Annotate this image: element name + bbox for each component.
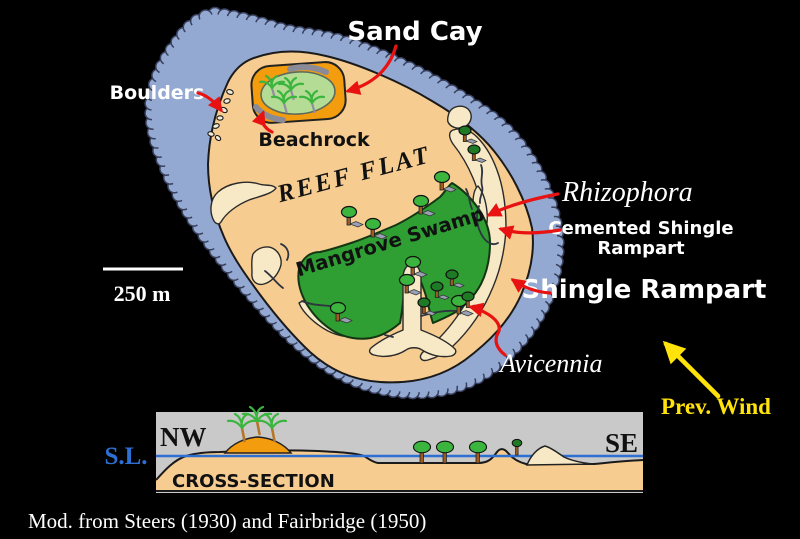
mangrove-swamp xyxy=(297,182,491,340)
cemented-shingle-label-line2: Rampart xyxy=(597,238,685,259)
sand-cay xyxy=(250,61,347,124)
avicennia-arrow-icon xyxy=(468,302,507,357)
cross-section-mangroves xyxy=(412,438,523,464)
island-map: REEF FLAT Mangrove Swamp Beachrock xyxy=(144,6,565,400)
rhizophora-arrow-icon xyxy=(486,192,560,217)
callout-arrows xyxy=(196,44,721,399)
cross-section-se-label: SE xyxy=(605,428,638,458)
shingle-rampart-label: Shingle Rampart xyxy=(522,275,767,305)
callout-labels: Sand Cay Boulders Rhizophora Cemented Sh… xyxy=(110,17,772,419)
avicennia-label: Avicennia xyxy=(498,349,603,378)
prevailing-wind-arrow-icon xyxy=(662,340,721,399)
cross-section-nw-label: NW xyxy=(160,422,207,452)
sand-patch-anchor xyxy=(368,262,457,358)
sand-cay-arrow-icon xyxy=(345,44,398,95)
cemented-shingle-arrow-icon xyxy=(498,225,562,240)
cross-section-title: CROSS-SECTION xyxy=(172,471,335,492)
cross-section-sand-profile xyxy=(156,449,643,491)
shingle-rampart-top-blob xyxy=(446,105,472,129)
scale-bar: 250 m xyxy=(103,267,183,306)
boulders-arrow-icon xyxy=(196,91,223,113)
rhizophora-label: Rhizophora xyxy=(561,177,693,208)
beachrock-label: Beachrock xyxy=(258,129,370,151)
shingle-rampart-arrow-icon xyxy=(510,278,552,295)
sea-level-label: S.L. xyxy=(104,443,147,470)
sand-patch-tick xyxy=(210,181,277,225)
cross-section-sand-outline xyxy=(155,448,644,481)
cemented-shingle-label-line1: Cemented Shingle xyxy=(548,218,733,239)
creek-lines xyxy=(264,164,499,338)
attribution-text: Mod. from Steers (1930) and Fairbridge (… xyxy=(28,509,426,533)
beachrock-arrow-icon xyxy=(251,110,274,134)
cross-section: NW SE S.L. CROSS-SECTION xyxy=(104,405,644,493)
scale-bar-label: 250 m xyxy=(114,281,171,306)
sand-cay-label: Sand Cay xyxy=(347,17,482,47)
cross-section-shingle-mound xyxy=(525,445,594,466)
beachrock-strip-north xyxy=(287,64,329,75)
boulders-label: Boulders xyxy=(110,82,205,104)
prev-wind-label: Prev. Wind xyxy=(661,394,771,419)
beachrock-strip-south xyxy=(253,104,286,123)
